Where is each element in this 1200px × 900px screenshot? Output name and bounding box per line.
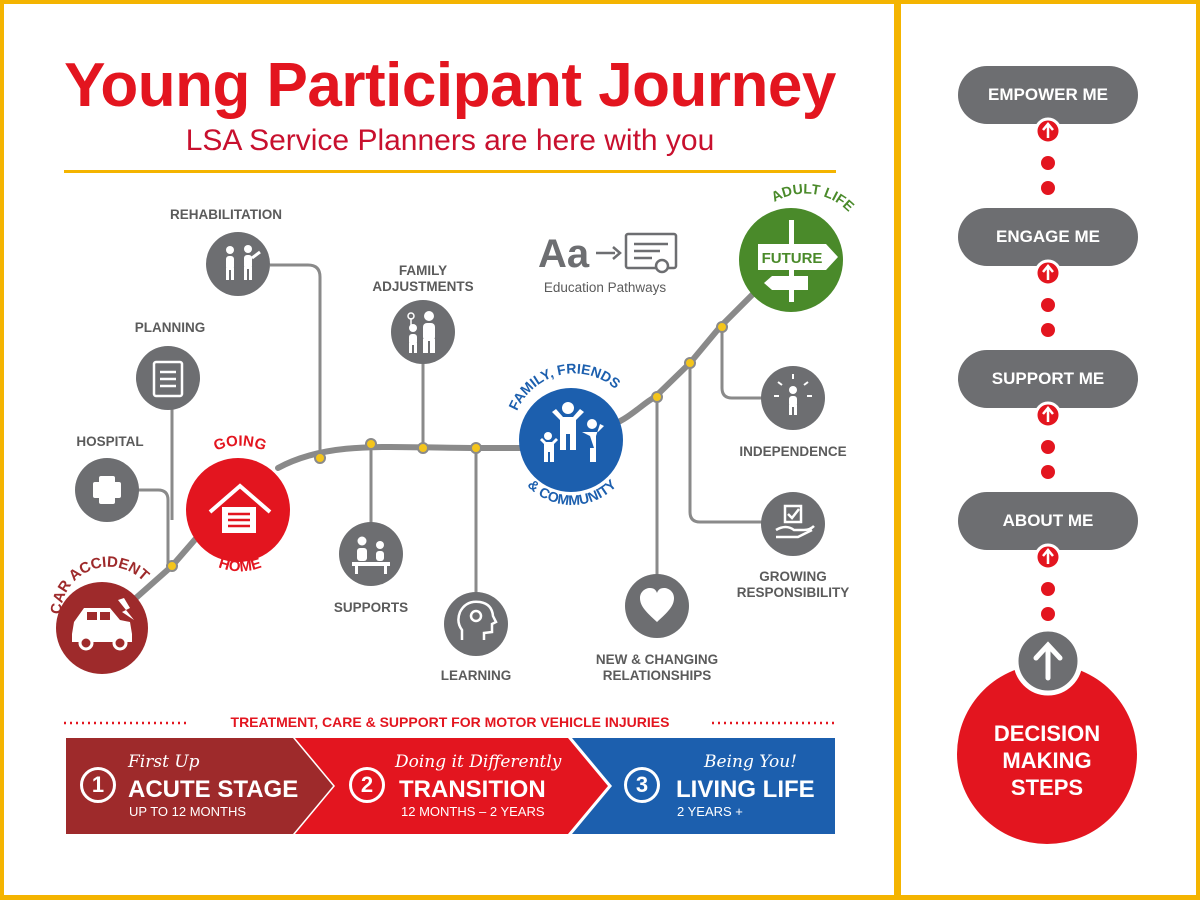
- education-aa-glyph: Aa: [538, 232, 590, 276]
- stage-1-chevron: [66, 738, 333, 834]
- adult-life-node: FUTURE ADULT LIFE: [739, 180, 858, 312]
- stage-duration: 2 YEARS +: [677, 804, 743, 819]
- family-adjustments-label: FAMILY ADJUSTMENTS: [372, 263, 474, 294]
- education-pathways-icon: Aa: [538, 232, 678, 276]
- svg-text:GOING: GOING: [211, 433, 268, 455]
- going-home-node: GOING HOME: [186, 433, 290, 576]
- planning-label: PLANNING: [134, 320, 206, 335]
- step-empower-me: EMPOWER ME: [958, 66, 1138, 124]
- rehabilitation-node: [206, 232, 270, 296]
- clipboard-icon: [152, 360, 184, 398]
- growing-responsibility-label: GROWING RESPONSIBILITY: [736, 569, 850, 600]
- people-helping-icon: [226, 245, 261, 280]
- learning-label: LEARNING: [440, 668, 512, 683]
- future-sign-text: FUTURE: [762, 250, 823, 267]
- relationships-node: [625, 574, 689, 638]
- stage-duration: UP TO 12 MONTHS: [129, 804, 247, 819]
- stage-chevrons: [66, 738, 835, 834]
- rehabilitation-label: REHABILITATION: [170, 207, 282, 222]
- stage-number: 2: [349, 767, 385, 803]
- independence-label: INDEPENDENCE: [739, 444, 847, 459]
- family-community-node: FAMILY, FRIENDS & COMMUNITY: [505, 360, 623, 508]
- step-about-me: ABOUT ME: [958, 492, 1138, 550]
- stage-script: Being You!: [704, 752, 797, 772]
- support-people-icon: [352, 536, 390, 574]
- stage-number: 1: [80, 767, 116, 803]
- planning-node: [136, 346, 200, 410]
- page-subtitle: LSA Service Planners are here with you: [185, 124, 715, 157]
- relationships-label: NEW & CHANGING RELATIONSHIPS: [595, 652, 719, 683]
- title-divider: [64, 170, 836, 173]
- banner-title: TREATMENT, CARE & SUPPORT FOR MOTOR VEHI…: [230, 714, 670, 730]
- checklist-hand-icon: [775, 504, 815, 539]
- step-engage-me: ENGAGE ME: [958, 208, 1138, 266]
- decision-making-steps-label: DECISION MAKING STEPS: [993, 721, 1101, 800]
- page-title: Young Participant Journey: [64, 51, 836, 120]
- decision-connector-dots: [1041, 156, 1055, 621]
- svg-text:HOME: HOME: [217, 555, 263, 576]
- supports-node: [339, 522, 403, 586]
- stage-number: 3: [624, 767, 660, 803]
- step-support-me: SUPPORT ME: [958, 350, 1138, 408]
- supports-label: SUPPORTS: [333, 600, 409, 615]
- parent-child-icon: [407, 311, 435, 353]
- car-icon: [72, 598, 134, 651]
- hospital-node: [75, 458, 139, 522]
- cross-icon: [93, 476, 121, 504]
- stage-3-chevron: [572, 738, 835, 834]
- home-label: HOME: [217, 555, 263, 576]
- stage-acute: 1 First Up ACUTE STAGE UP TO 12 MONTHS: [66, 738, 326, 834]
- brain-head-icon: [457, 600, 498, 640]
- car-accident-node: CAR ACCIDENT: [48, 554, 152, 674]
- independence-node: [761, 366, 825, 430]
- path-dots: [166, 321, 728, 572]
- stage-transition: 2 Doing it Differently TRANSITION 12 MON…: [335, 738, 575, 834]
- family-icon: [540, 402, 604, 462]
- stage-2-chevron: [295, 738, 608, 834]
- going-label: GOING: [211, 433, 268, 455]
- hospital-label: HOSPITAL: [76, 434, 144, 449]
- learning-node: [444, 592, 508, 656]
- certificate-icon: [624, 232, 678, 274]
- stage-title: LIVING LIFE: [676, 776, 815, 803]
- heart-icon: [640, 588, 674, 622]
- stage-duration: 12 MONTHS – 2 YEARS: [401, 804, 545, 819]
- family-adjustments-node: [391, 300, 455, 364]
- stage-script: Doing it Differently: [395, 752, 562, 772]
- stage-living-life: 3 Being You! LIVING LIFE 2 YEARS +: [612, 738, 834, 834]
- signpost-icon: FUTURE: [758, 220, 838, 302]
- education-pathways-label: Education Pathways: [543, 280, 667, 295]
- house-icon: [208, 483, 272, 533]
- responsibility-node: [761, 492, 825, 556]
- stage-title: ACUTE STAGE: [128, 776, 299, 803]
- stage-title: TRANSITION: [399, 776, 546, 803]
- stage-script: First Up: [128, 752, 200, 772]
- person-shining-icon: [774, 374, 812, 415]
